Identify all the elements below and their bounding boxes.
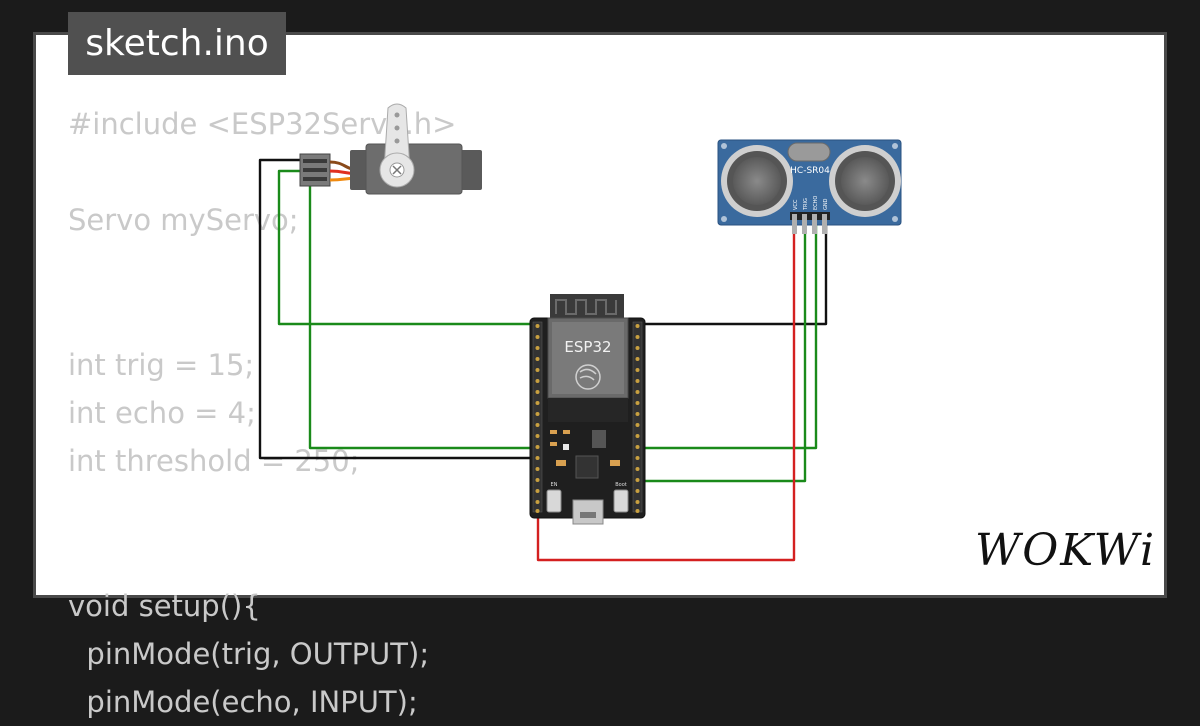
sensor-pin-label: ECHO [813, 196, 819, 210]
en-button[interactable] [546, 489, 562, 513]
code-line: int echo = 4; [68, 396, 256, 431]
espressif-logo-icon [575, 364, 601, 390]
servo-motor[interactable] [299, 103, 482, 195]
code-line: pinMode(echo, INPUT); [68, 685, 418, 720]
wire-sensor-vcc[interactable] [536, 218, 796, 562]
sensor-pin-label: TRIG [803, 198, 809, 211]
esp32-board[interactable]: ESP32 [529, 294, 646, 525]
wire-sensor-trig[interactable] [638, 218, 807, 483]
sensor-pin-label: GND [823, 198, 829, 210]
code-line: #include <ESP32Servo.h> [68, 107, 457, 141]
en-button-label: EN [551, 482, 558, 488]
wokwi-logo: WOKWi [975, 525, 1157, 576]
sensor-pin-label: VCC [793, 199, 799, 210]
circuit-diagram: HC-SR04 VCC TRIG ECHO GND ESP32 [258, 103, 902, 562]
wire-servo-signal[interactable] [300, 180, 538, 450]
code-line: int trig = 15; [68, 347, 255, 382]
code-line: int threshold = 250; [68, 444, 360, 479]
sensor-label: HC-SR04 [790, 166, 830, 176]
file-tab[interactable]: sketch.ino [68, 12, 286, 75]
wire-sensor-echo[interactable] [638, 218, 818, 450]
boot-button[interactable] [613, 489, 629, 513]
esp32-label: ESP32 [564, 338, 611, 356]
wire-servo-gnd[interactable] [258, 158, 538, 460]
code-line: void setup(){ [68, 588, 261, 623]
boot-button-label: Boot [615, 482, 627, 488]
ultrasonic-sensor[interactable]: HC-SR04 VCC TRIG ECHO GND [717, 139, 902, 234]
code-line: pinMode(trig, OUTPUT); [68, 637, 430, 672]
code-line: Servo myServo; [68, 203, 299, 238]
wire-servo-vcc[interactable] [277, 169, 538, 326]
wire-sensor-gnd[interactable] [638, 218, 828, 326]
